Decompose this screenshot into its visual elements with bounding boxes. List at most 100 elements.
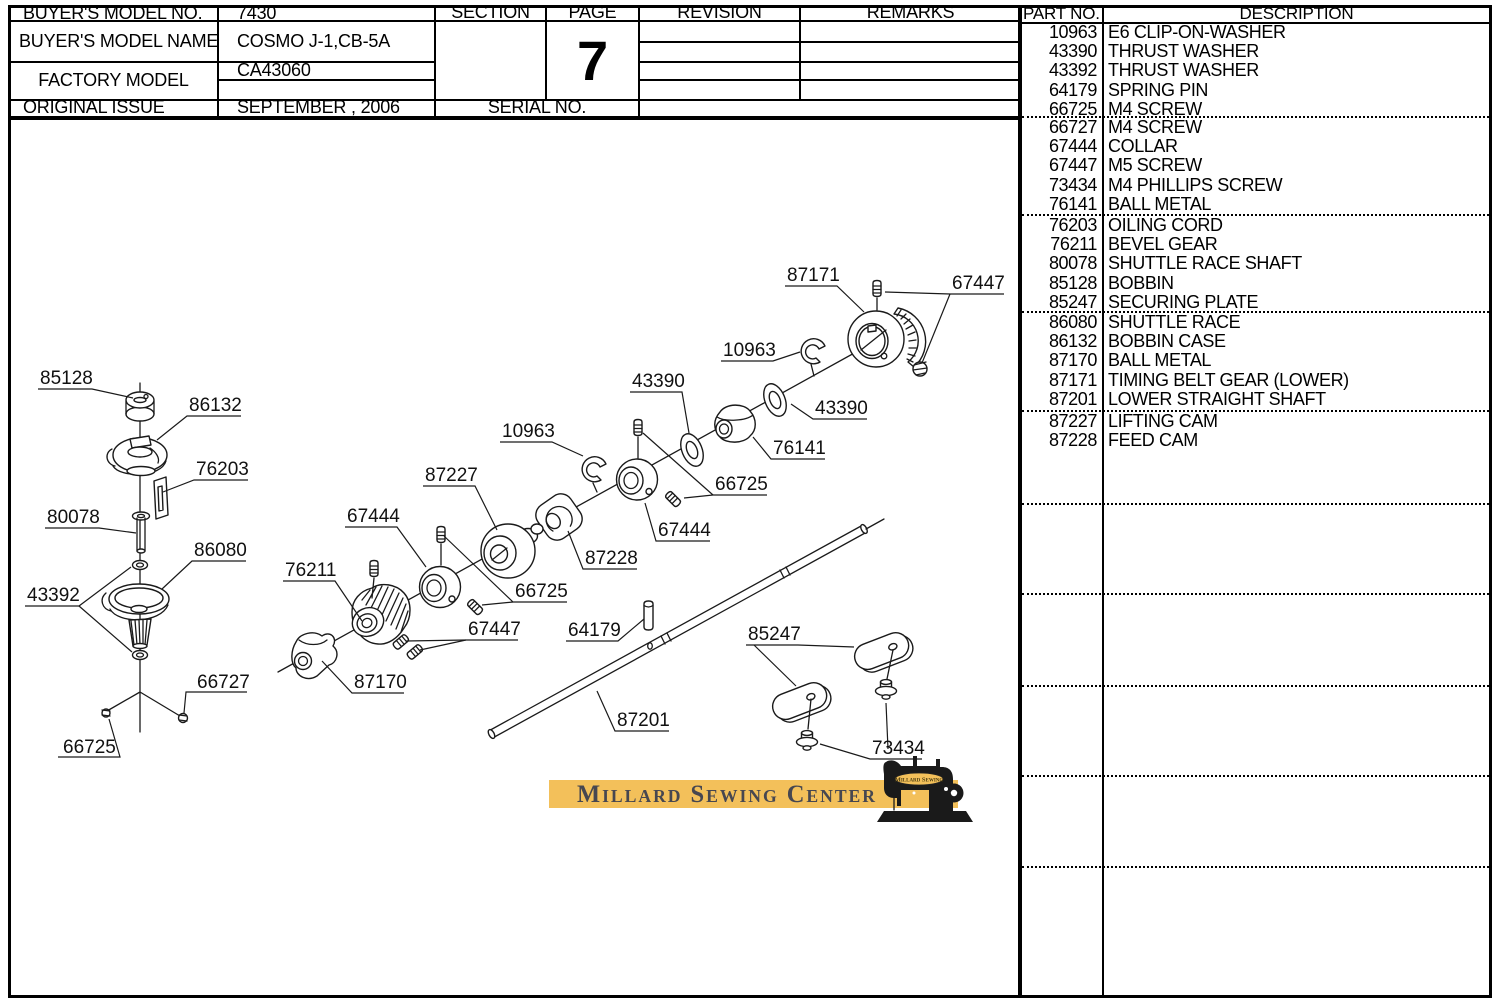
description-cell: SHUTTLE RACE: [1108, 312, 1241, 332]
table-row: 86080 SHUTTLE RACE: [1022, 312, 1489, 332]
callout-43392: 43392: [25, 566, 133, 653]
part-67444-collar-2: [615, 418, 683, 509]
callout-67447: 67447: [405, 619, 521, 651]
divider-line: [8, 20, 1022, 22]
section-header: SECTION: [451, 5, 530, 20]
part-86132-bobbin-case: [106, 435, 168, 477]
part-86080-shuttle-race: [101, 583, 170, 650]
table-row: 85247 SECURING PLATE: [1022, 291, 1489, 312]
parts-panel-border: [1018, 5, 1022, 998]
table-row: 76211 BEVEL GEAR: [1022, 234, 1489, 255]
description-cell: BOBBIN: [1108, 272, 1174, 293]
callout-66725: 66725: [58, 718, 121, 758]
remarks-header: REMARKS: [866, 5, 955, 20]
part-no-cell: 86080: [1048, 312, 1097, 332]
svg-text:73434: 73434: [872, 738, 925, 759]
svg-text:43392: 43392: [27, 585, 80, 606]
part-no-cell: 76211: [1050, 234, 1097, 255]
svg-text:87171: 87171: [787, 265, 840, 286]
callout-10963: 10963: [500, 421, 584, 457]
table-row: 67447 M5 SCREW: [1022, 155, 1489, 176]
part-10963-e-clip-1: [581, 456, 607, 493]
factory-model-label: FACTORY MODEL: [38, 69, 189, 90]
callout-87228: 87228: [567, 530, 638, 570]
callout-66725: 66725: [443, 535, 568, 606]
description-cell: M5 SCREW: [1108, 155, 1202, 176]
divider-line: [638, 79, 1022, 81]
original-issue-label: ORIGINAL ISSUE: [23, 99, 165, 116]
part-43390-washer-2: [763, 383, 787, 417]
description-cell: M4 SCREW: [1108, 117, 1202, 137]
parts-group-empty: [1022, 687, 1489, 777]
svg-text:76141: 76141: [773, 438, 826, 459]
svg-text:67447: 67447: [468, 619, 521, 640]
callout-66725: 66725: [642, 432, 768, 499]
divider-line: [1022, 22, 1489, 24]
callout-66727: 66727: [183, 672, 250, 714]
part-no-cell: 10963: [1048, 22, 1097, 42]
part-no-cell: 67447: [1048, 155, 1097, 176]
part-87228-feed-cam: [535, 493, 583, 541]
callout-67444: 67444: [345, 506, 427, 568]
page-number: 7: [577, 28, 608, 92]
part-66727-screw: [177, 712, 189, 724]
svg-text:64179: 64179: [568, 620, 621, 641]
description-cell: SECURING PLATE: [1108, 291, 1259, 312]
part-no-cell: 85247: [1048, 291, 1097, 312]
divider-line: [638, 41, 1022, 43]
svg-text:85128: 85128: [40, 368, 93, 389]
description-cell: SHUTTLE RACE SHAFT: [1108, 253, 1302, 274]
factory-model-value: CA43060: [237, 61, 311, 79]
callout-43390: 43390: [630, 371, 690, 434]
part-no-cell: 80078: [1048, 253, 1097, 274]
svg-text:67447: 67447: [952, 273, 1005, 294]
description-cell: BEVEL GEAR: [1108, 234, 1218, 255]
callout-76141: 76141: [752, 436, 826, 460]
svg-text:67444: 67444: [347, 506, 400, 527]
part-76211-bevel-gear: [351, 559, 411, 645]
part-no-cell: 73434: [1048, 174, 1097, 195]
divider-line: [545, 5, 547, 100]
buyers-model-name-label: BUYER'S MODEL NAME: [19, 30, 219, 51]
description-cell: BOBBIN CASE: [1108, 331, 1226, 352]
part-no-cell: 87201: [1048, 388, 1097, 409]
svg-text:66727: 66727: [197, 672, 250, 693]
part-87170-ball-metal: [291, 632, 338, 680]
callout-64179: 64179: [566, 618, 645, 642]
part-87227-lifting-cam: [480, 523, 544, 579]
svg-text:87228: 87228: [585, 548, 638, 569]
part-66725-screw-left: [101, 708, 111, 718]
serial-no-label: SERIAL NO.: [487, 99, 587, 116]
callout-80078: 80078: [45, 507, 137, 534]
description-cell: LOWER STRAIGHT SHAFT: [1108, 388, 1326, 409]
part-87171-timing-belt-gear: [847, 279, 928, 377]
part-no-cell: 66725: [1048, 98, 1097, 119]
svg-text:76211: 76211: [285, 560, 336, 581]
callout-10963: 10963: [721, 340, 801, 362]
callout-87170: 87170: [321, 660, 407, 694]
callout-76203: 76203: [162, 459, 249, 493]
part-no-cell: 76203: [1048, 215, 1097, 235]
part-no-cell: 66727: [1048, 117, 1097, 137]
description-cell: THRUST WASHER: [1108, 41, 1259, 62]
logo-text: Millard Sewing Center: [577, 781, 877, 808]
parts-group-empty: [1022, 777, 1489, 868]
callout-86080: 86080: [161, 540, 247, 590]
table-row: 66727 M4 SCREW: [1022, 117, 1489, 137]
svg-text:86132: 86132: [189, 395, 242, 416]
divider-line: [8, 99, 1022, 101]
